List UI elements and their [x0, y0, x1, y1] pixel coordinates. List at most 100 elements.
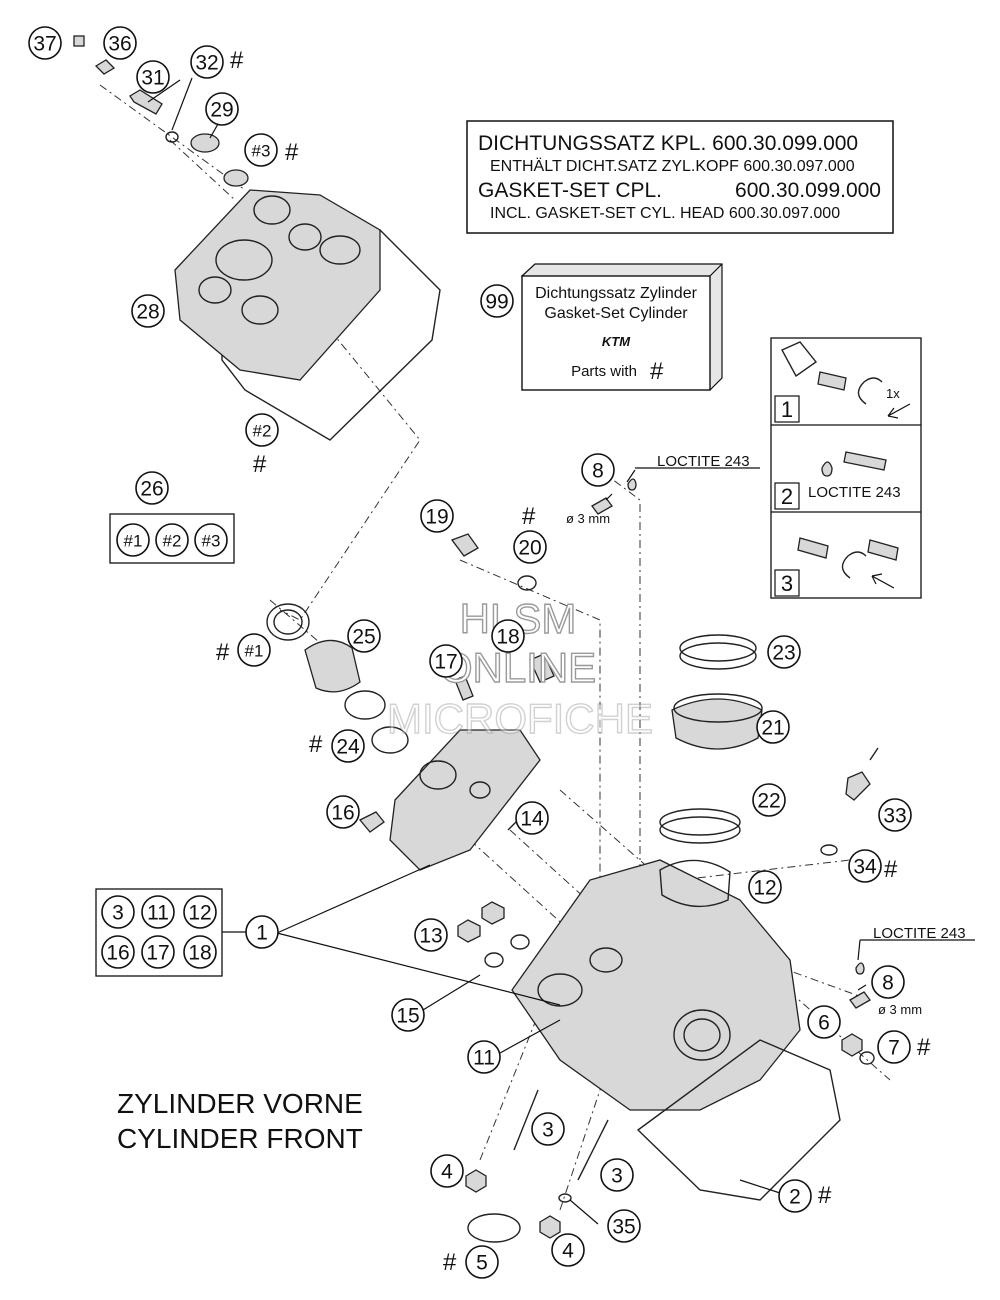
- callout-c23: 23: [767, 635, 801, 669]
- callout-0: 3: [101, 895, 135, 929]
- callout-c11: 11: [467, 1040, 501, 1074]
- callout-number: 12: [188, 902, 211, 925]
- valve-cover-28: [174, 189, 381, 381]
- hash-mark: #: [818, 1182, 832, 1209]
- stud-3b: [577, 1119, 609, 1181]
- step-1-turn: 1x: [886, 386, 900, 401]
- screw-37: [73, 35, 85, 47]
- callout-number: 17: [434, 651, 457, 674]
- callout-number: 24: [336, 736, 360, 759]
- clamp-23: [679, 634, 757, 662]
- callout-2: 12: [183, 895, 217, 929]
- callout-c35: 35: [607, 1209, 641, 1243]
- callout-number: 34: [853, 856, 877, 879]
- washer-3: [223, 169, 249, 187]
- callout-c18: 18: [491, 619, 525, 653]
- callout-number: 13: [419, 925, 442, 948]
- dimension-label-top: ø 3 mm: [566, 511, 610, 526]
- hash-mark: #: [253, 451, 267, 478]
- tube-25: [304, 639, 361, 693]
- kit-hash: #: [650, 358, 664, 385]
- sensor-33: [845, 771, 871, 801]
- loctite-drop-top: [627, 478, 637, 491]
- gasket-kit-package: Dichtungssatz Zylinder Gasket-Set Cylind…: [521, 263, 723, 391]
- callout-c16: 16: [326, 795, 360, 829]
- callout-number: 5: [476, 1252, 488, 1275]
- bolt-29: [190, 133, 220, 153]
- callout-4: 17: [141, 935, 175, 969]
- callout-number: 37: [33, 33, 56, 56]
- callout-c3s: #3: [244, 133, 278, 167]
- callout-c14: 14: [515, 801, 549, 835]
- callout-c1: 1: [245, 915, 279, 949]
- callout-number: 21: [761, 717, 784, 740]
- cylinder-head: [457, 478, 879, 1243]
- washer-15b: [510, 934, 530, 950]
- callout-number: 18: [496, 626, 519, 649]
- callout-number: 2: [789, 1186, 801, 1209]
- hash-marks: # # # # # # # # # #: [216, 47, 931, 1276]
- callout-c26: 26: [135, 471, 169, 505]
- callout-number: #1: [245, 642, 264, 661]
- nut-13b: [481, 901, 505, 925]
- step-2-label: LOCTITE 243: [808, 484, 901, 501]
- callout-number: 11: [147, 902, 169, 925]
- watermark-line3: MICROFICHE: [387, 695, 653, 742]
- loctite-label-top: LOCTITE 243: [657, 453, 750, 470]
- callout-number: 3: [542, 1119, 554, 1142]
- callout-1: 11: [141, 895, 175, 929]
- callout-c15: 15: [391, 998, 425, 1032]
- washer-7: [859, 1051, 875, 1065]
- callout-c3b: 3: [600, 1158, 634, 1192]
- callout-c13: 13: [414, 918, 448, 952]
- gasket-set-info-box: DICHTUNGSSATZ KPL. 600.30.099.000 ENTHÄL…: [466, 120, 894, 234]
- hash-mark: #: [522, 503, 536, 530]
- cylinder-head-body: [511, 859, 801, 1111]
- callout-number: #1: [124, 532, 143, 551]
- callout-c37: 37: [28, 26, 62, 60]
- o-ring-32: [165, 131, 179, 143]
- spark-plug-well-parts: [266, 533, 555, 754]
- callout-number: 16: [106, 942, 129, 965]
- callout-number: 25: [352, 626, 375, 649]
- washer-35: [558, 1193, 572, 1203]
- hash-mark: #: [309, 731, 323, 758]
- callout-5: 18: [183, 935, 217, 969]
- callout-c3a: 3: [531, 1112, 565, 1146]
- callout-c29: 29: [205, 92, 239, 126]
- callout-c8b: 8: [871, 965, 905, 999]
- nut-13a: [457, 919, 481, 943]
- stud-3a: [513, 1089, 539, 1151]
- callout-number: 12: [753, 877, 776, 900]
- kit-line2: Gasket-Set Cylinder: [544, 305, 688, 322]
- callout-number: 4: [441, 1161, 453, 1184]
- callout-number: 26: [140, 478, 163, 501]
- callout-number: 6: [818, 1012, 830, 1035]
- callout-number: 17: [146, 942, 169, 965]
- callout-number: 35: [612, 1216, 635, 1239]
- callout-c24: 24: [331, 729, 365, 763]
- callout-c2s: #2: [245, 413, 279, 447]
- hash-mark: #: [443, 1249, 457, 1276]
- callout-c4a: 4: [430, 1154, 464, 1188]
- callout-number: 22: [757, 790, 780, 813]
- seal-1: [266, 603, 310, 641]
- callout-number: 32: [195, 52, 218, 75]
- callout-c7: 7: [877, 1030, 911, 1064]
- callout-number: 3: [112, 902, 124, 925]
- hash-mark: #: [285, 139, 299, 166]
- callout-number: 7: [888, 1037, 900, 1060]
- callout-number: 14: [520, 808, 544, 831]
- callout-c32: 32: [190, 45, 224, 79]
- callout-c33: 33: [878, 798, 912, 832]
- hash-mark: #: [917, 1034, 931, 1061]
- callout-c25: 25: [347, 619, 381, 653]
- callout-number: 4: [562, 1240, 574, 1263]
- callout-number: 3: [611, 1165, 623, 1188]
- callout-c36: 36: [103, 26, 137, 60]
- callout-c22: 22: [752, 783, 786, 817]
- callout-number: 36: [108, 33, 131, 56]
- seal-34: [820, 844, 838, 856]
- callout-c6: 6: [807, 1005, 841, 1039]
